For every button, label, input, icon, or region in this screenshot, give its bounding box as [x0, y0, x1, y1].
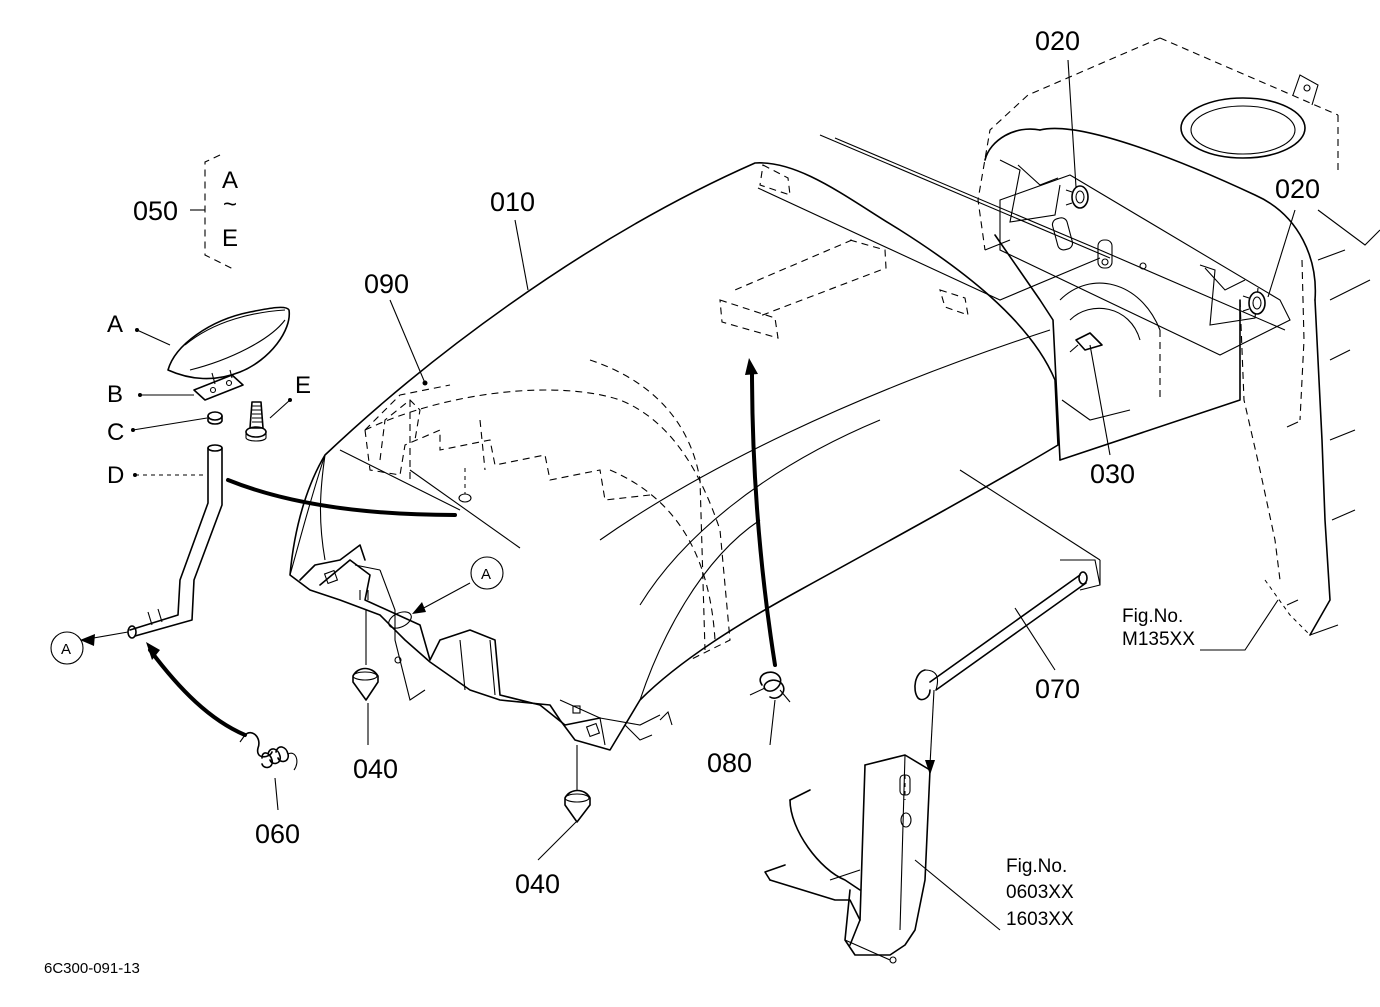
- letter-d: D: [107, 462, 124, 489]
- callout-080: 080: [707, 748, 752, 778]
- fender-housing: [977, 37, 1380, 636]
- callout-050: 050: [133, 196, 178, 226]
- callout-020-upper: 020: [1035, 26, 1080, 56]
- callout-leaders: [274, 59, 1296, 931]
- letter-leaders: [131, 328, 292, 477]
- section-arrows: [50, 556, 504, 665]
- clip-030: [1069, 332, 1103, 353]
- callout-040-left: 040: [353, 754, 398, 784]
- callout-060: 060: [255, 819, 300, 849]
- callout-030: 030: [1090, 459, 1135, 489]
- section-mark-right: A: [481, 566, 491, 583]
- lower-bracket: [764, 754, 931, 964]
- fig-ref-2-title: Fig.No.: [1006, 856, 1067, 877]
- range-from-label: A: [222, 167, 238, 194]
- fig-ref-1-number: M135XX: [1122, 629, 1195, 650]
- seat-cover-010: [289, 162, 1059, 751]
- grommet-040-left: [352, 610, 379, 701]
- callout-020-lower: 020: [1275, 174, 1320, 204]
- range-to-label: E: [222, 225, 238, 252]
- knob-a: [167, 306, 290, 380]
- callout-labels: 010 020 020 030 040 040 050 060 070 080 …: [44, 26, 1320, 977]
- assembly-centerlines: [339, 134, 1286, 591]
- rod-d: [127, 444, 223, 639]
- fig-ref-2-number-b: 1603XX: [1006, 909, 1074, 930]
- plate-b: [193, 369, 244, 401]
- lever-hole: [458, 468, 472, 503]
- letter-e: E: [295, 372, 311, 399]
- bracket-050: [190, 154, 236, 271]
- callout-070: 070: [1035, 674, 1080, 704]
- spring-060: [239, 731, 298, 771]
- letter-b: B: [107, 381, 123, 408]
- section-mark-left: A: [61, 641, 71, 658]
- screw-e: [245, 401, 267, 442]
- drawing-id: 6C300-091-13: [44, 960, 140, 977]
- callout-040-right: 040: [515, 869, 560, 899]
- letter-a: A: [107, 311, 123, 338]
- rod-070: [914, 559, 1101, 701]
- fig-ref-2-number-a: 0603XX: [1006, 882, 1074, 903]
- fig-ref-1-title: Fig.No.: [1122, 606, 1183, 627]
- spring-080: [749, 671, 791, 703]
- grommet-040-right: [564, 745, 591, 823]
- bushing-020-upper: [1065, 185, 1089, 209]
- range-tilde-label: ~: [223, 191, 237, 218]
- callout-090: 090: [364, 269, 409, 299]
- liner-090: [364, 359, 731, 661]
- bushing-020-lower: [1242, 291, 1266, 315]
- routing-arrows: [146, 358, 935, 775]
- washer-c: [207, 411, 223, 425]
- letter-c: C: [107, 419, 124, 446]
- callout-010: 010: [490, 187, 535, 217]
